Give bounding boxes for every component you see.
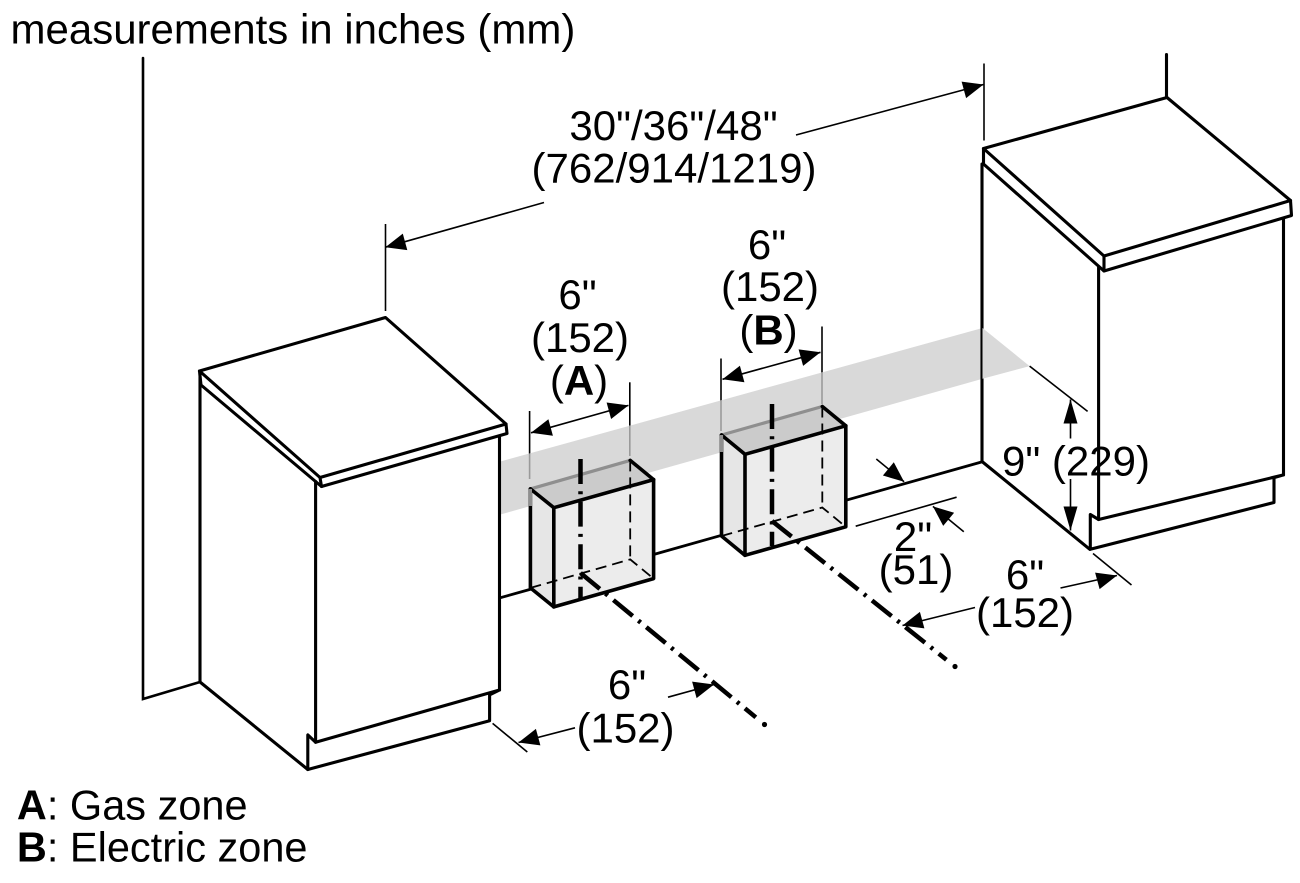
svg-text:(152): (152) [576,705,674,752]
svg-text:30"/36"/48": 30"/36"/48" [569,102,777,149]
svg-text:measurements in inches (mm): measurements in inches (mm) [11,6,576,53]
svg-text:6": 6" [1006,551,1044,598]
svg-text:(51): (51) [879,546,954,593]
svg-text:(762/914/1219): (762/914/1219) [532,145,817,192]
svg-text:(152): (152) [531,314,629,361]
svg-text:(152): (152) [976,589,1074,636]
svg-text:(152): (152) [721,263,819,310]
svg-text:9" (229): 9" (229) [1002,438,1150,485]
svg-text:B: Electric zone: B: Electric zone [17,823,308,870]
svg-text:2": 2" [894,513,932,560]
svg-text:(A): (A) [550,357,608,404]
svg-text:6": 6" [608,661,646,708]
svg-text:6": 6" [748,221,786,268]
svg-text:A: Gas zone: A: Gas zone [17,782,248,829]
svg-text:6": 6" [558,271,596,318]
svg-text:(B): (B) [739,307,797,354]
